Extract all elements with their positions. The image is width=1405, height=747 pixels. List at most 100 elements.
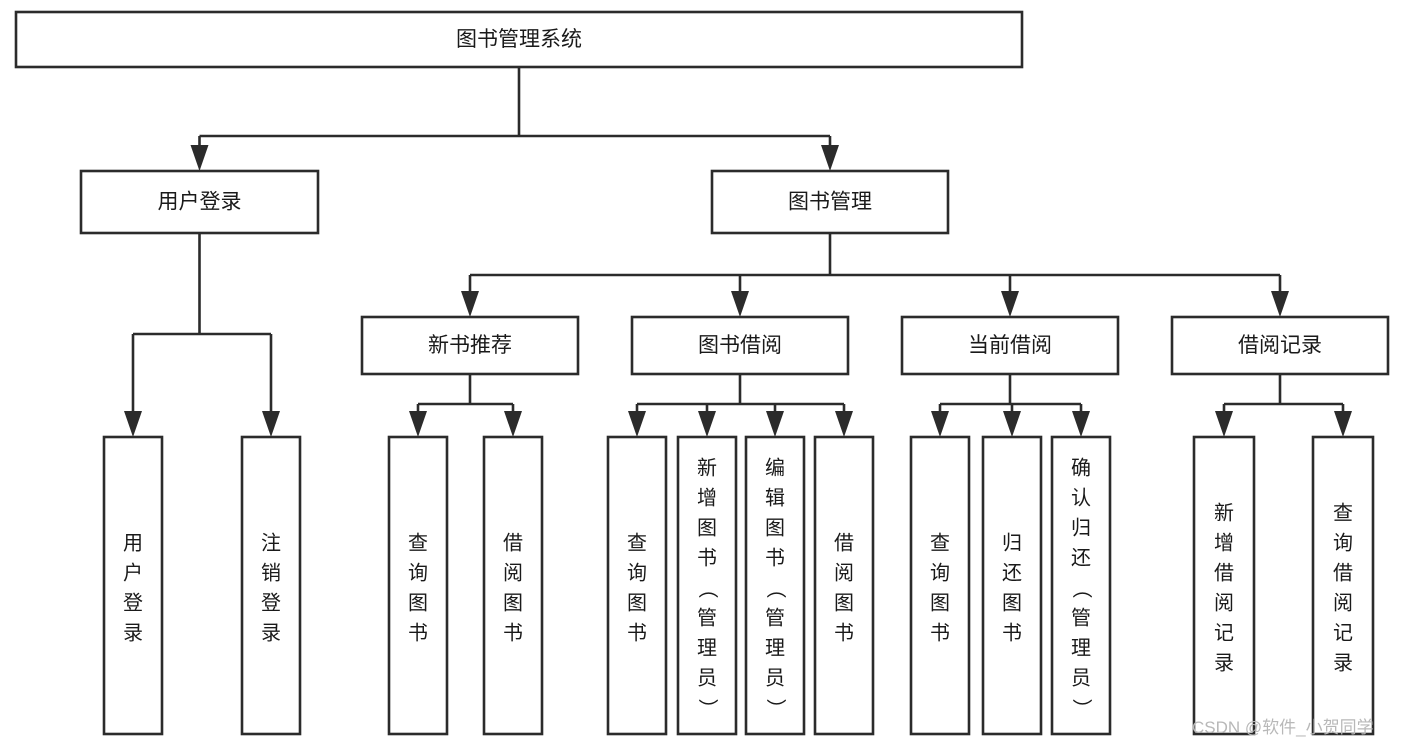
- login-to-leaf-1-arrowhead: [262, 411, 280, 437]
- root-to-level1-1-arrowhead: [821, 145, 839, 171]
- node-leaf-图书借阅-2[interactable]: [744, 435, 806, 736]
- level2-2-to-leaf-0-arrowhead: [931, 411, 949, 437]
- node-leaf-新书推荐-0[interactable]: [387, 435, 449, 736]
- svg-text:还: 还: [1002, 562, 1022, 585]
- svg-text:借: 借: [834, 532, 854, 555]
- svg-text:书: 书: [1002, 622, 1022, 645]
- node-leaf-图书借阅-1[interactable]: [676, 435, 738, 736]
- node-leaf-图书借阅-0[interactable]: [606, 435, 668, 736]
- node-level1-0[interactable]: [79, 169, 320, 235]
- node-leaf-label-用户登录-0: 用户登录: [123, 533, 143, 645]
- login-to-leaf-0-arrowhead: [124, 411, 142, 437]
- svg-text:图: 图: [503, 593, 523, 615]
- svg-text:书: 书: [503, 622, 523, 645]
- node-level2-label-2: 当前借阅: [968, 334, 1052, 357]
- svg-text:确: 确: [1071, 457, 1091, 480]
- svg-text:书: 书: [834, 622, 854, 645]
- node-level1-label-0: 用户登录: [158, 191, 242, 214]
- mgmt-to-level2-0-arrowhead: [461, 291, 479, 317]
- svg-text:（: （: [696, 579, 719, 599]
- svg-text:录: 录: [1333, 653, 1353, 675]
- svg-text:录: 录: [123, 623, 143, 645]
- svg-text:理: 理: [765, 638, 785, 660]
- svg-text:书: 书: [627, 622, 647, 645]
- svg-text:员: 员: [765, 668, 785, 690]
- svg-text:图: 图: [627, 593, 647, 615]
- csdn-watermark: CSDN @软件_小贺同学: [1192, 718, 1374, 737]
- svg-text:归: 归: [1002, 532, 1022, 555]
- level2-1-to-leaf-1-arrowhead: [698, 411, 716, 437]
- svg-text:新: 新: [1214, 502, 1234, 525]
- connector-layer: [124, 67, 1352, 437]
- level2-1-to-leaf-0-arrowhead: [628, 411, 646, 437]
- svg-text:辑: 辑: [765, 487, 785, 510]
- svg-text:（: （: [764, 579, 787, 599]
- node-leaf-图书借阅-3[interactable]: [813, 435, 875, 736]
- svg-text:管: 管: [1071, 607, 1091, 630]
- svg-text:图: 图: [697, 518, 717, 540]
- node-leaf-用户登录-0[interactable]: [102, 435, 164, 736]
- svg-text:阅: 阅: [834, 562, 854, 585]
- level2-2-to-leaf-1-arrowhead: [1003, 411, 1021, 437]
- node-leaf-当前借阅-2[interactable]: [1050, 435, 1112, 736]
- node-leaf-用户登录-1[interactable]: [240, 435, 302, 736]
- node-level1-1[interactable]: [710, 169, 950, 235]
- node-level2-3[interactable]: [1170, 315, 1390, 376]
- svg-text:录: 录: [261, 623, 281, 645]
- mgmt-to-level2-2-arrowhead: [1001, 291, 1019, 317]
- svg-text:录: 录: [1214, 653, 1234, 675]
- node-level2-label-1: 图书借阅: [698, 334, 782, 357]
- node-level2-label-0: 新书推荐: [428, 334, 512, 357]
- svg-text:图: 图: [930, 593, 950, 615]
- svg-text:理: 理: [1071, 638, 1091, 660]
- svg-text:增: 增: [1214, 532, 1234, 555]
- level2-0-to-leaf-0-arrowhead: [409, 411, 427, 437]
- svg-text:）: ）: [1070, 699, 1093, 719]
- node-root[interactable]: [14, 10, 1024, 69]
- svg-text:书: 书: [697, 547, 717, 570]
- mgmt-to-level2-1-arrowhead: [731, 291, 749, 317]
- node-level2-label-3: 借阅记录: [1238, 334, 1322, 357]
- svg-text:查: 查: [627, 532, 647, 555]
- svg-text:户: 户: [123, 562, 143, 585]
- svg-text:归: 归: [1071, 517, 1091, 540]
- node-leaf-当前借阅-1[interactable]: [981, 435, 1043, 736]
- node-level2-1[interactable]: [630, 315, 850, 376]
- node-layer: 图书管理系统用户登录图书管理新书推荐图书借阅当前借阅借阅记录用户登录注销登录查询…: [14, 10, 1390, 736]
- node-level1-label-1: 图书管理: [788, 191, 872, 214]
- svg-text:记: 记: [1333, 622, 1353, 645]
- root-to-level1-0-arrowhead: [190, 145, 209, 171]
- svg-text:查: 查: [1333, 502, 1353, 525]
- svg-text:记: 记: [1214, 622, 1234, 645]
- svg-text:图: 图: [408, 593, 428, 615]
- svg-text:管: 管: [765, 607, 785, 630]
- svg-text:管: 管: [697, 607, 717, 630]
- node-level2-0[interactable]: [360, 315, 580, 376]
- node-leaf-借阅记录-0[interactable]: [1192, 435, 1256, 736]
- svg-text:图: 图: [1002, 593, 1022, 615]
- node-level2-2[interactable]: [900, 315, 1120, 376]
- node-leaf-当前借阅-0[interactable]: [909, 435, 971, 736]
- svg-text:书: 书: [765, 547, 785, 570]
- node-leaf-新书推荐-1[interactable]: [482, 435, 544, 736]
- svg-text:销: 销: [261, 562, 281, 585]
- level2-3-to-leaf-0-arrowhead: [1215, 411, 1233, 437]
- svg-text:用: 用: [123, 533, 143, 555]
- node-leaf-借阅记录-1[interactable]: [1311, 435, 1375, 736]
- svg-text:认: 认: [1071, 487, 1091, 510]
- svg-text:增: 增: [697, 487, 717, 510]
- svg-text:新: 新: [697, 457, 717, 480]
- svg-text:图: 图: [765, 518, 785, 540]
- mgmt-to-level2-3-arrowhead: [1271, 291, 1289, 317]
